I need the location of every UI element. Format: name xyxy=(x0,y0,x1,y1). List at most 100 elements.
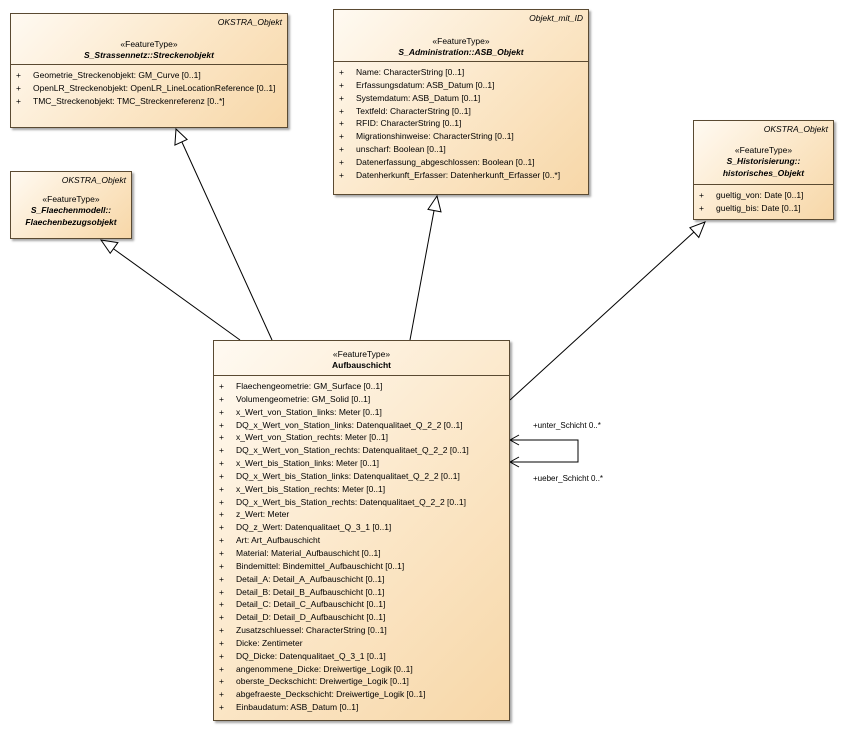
attribute-row: +Detail_B: Detail_B_Aufbauschicht [0..1] xyxy=(214,586,509,599)
attribute-text: Flaechengeometrie: GM_Surface [0..1] xyxy=(236,381,383,391)
visibility-marker: + xyxy=(219,676,224,687)
class-name-line-1: S_Historisierung:: xyxy=(726,156,801,166)
generalization-arrowhead-streckenobjekt xyxy=(174,127,188,146)
attribute-text: DQ_x_Wert_von_Station_rechts: Datenquali… xyxy=(236,445,469,456)
attribute-row: +DQ_z_Wert: Datenqualitaet_Q_3_1 [0..1] xyxy=(214,521,509,534)
attribute-row: +Einbaudatum: ASB_Datum [0..1] xyxy=(214,701,509,714)
attribute-text: DQ_x_Wert_bis_Station_rechts: Datenquali… xyxy=(236,496,466,507)
stereotype-label: «FeatureType» xyxy=(42,194,100,204)
attribute-text: angenommene_Dicke: Dreiwertige_Logik [0.… xyxy=(236,663,413,674)
stereotype-label: «FeatureType» xyxy=(432,36,490,46)
attribute-row: + Bindemittel: Bindemittel_Aufbauschicht … xyxy=(214,560,509,573)
self-association-arrow-bottom xyxy=(508,456,520,468)
attribute-row: + Art: Art_Aufbauschicht xyxy=(214,534,509,547)
class-header: Objekt_mit_ID «FeatureType» S_Administra… xyxy=(334,10,588,62)
visibility-marker: + xyxy=(219,560,224,571)
generalization-line-asb-objekt xyxy=(409,207,435,341)
visibility-marker: + xyxy=(16,82,21,93)
class-name: Aufbauschicht xyxy=(331,360,392,370)
visibility-marker: + xyxy=(339,105,344,116)
attribute-text: Name: CharacterString [0..1] xyxy=(356,67,465,77)
visibility-marker: + xyxy=(339,169,344,180)
attribute-text: x_Wert_von_Station_links: Meter [0..1] xyxy=(236,406,382,417)
attribute-row: +x_Wert_von_Station_links: Meter [0..1] xyxy=(214,406,509,419)
attribute-text: Art: Art_Aufbauschicht xyxy=(236,535,321,546)
attribute-row: +gueltig_von: Date [0..1] xyxy=(694,189,833,202)
visibility-marker: + xyxy=(219,650,224,661)
visibility-marker: + xyxy=(219,535,224,546)
attribute-row: +RFID: CharacterString [0..1] xyxy=(334,117,588,130)
attribute-row: + Dicke: Zentimeter xyxy=(214,637,509,650)
attribute-row: +Migrationshinweise: CharacterString [0.… xyxy=(334,130,588,143)
attribute-text: DQ_x_Wert_von_Station_links: Datenqualit… xyxy=(236,419,463,430)
visibility-marker: + xyxy=(219,470,224,481)
attribute-row: +unscharf: Boolean [0..1] xyxy=(334,143,588,156)
attribute-text: Datenherkunft_Erfasser: Datenherkunft_Er… xyxy=(356,169,561,180)
class-flaechenbezugsobjekt[interactable]: OKSTRA_Objekt «FeatureType» S_Flaechenmo… xyxy=(10,171,132,239)
attribute-text: DQ_Dicke: Datenqualitaet_Q_3_1 [0..1] xyxy=(236,650,386,661)
attribute-text: Detail_C: Detail_C_Aufbauschicht [0..1] xyxy=(236,599,386,610)
attribute-text: unscharf: Boolean [0..1] xyxy=(356,144,446,155)
attribute-text: DQ_z_Wert: Datenqualitaet_Q_3_1 [0..1] xyxy=(236,522,392,533)
attribute-text: x_Wert_bis_Station_rechts: Meter [0..1] xyxy=(236,483,386,494)
visibility-marker: + xyxy=(16,70,21,80)
attribute-row: +x_Wert_bis_Station_links: Meter [0..1] xyxy=(214,457,509,470)
attribute-text: Bindemittel: Bindemittel_Aufbauschicht [… xyxy=(236,560,405,571)
visibility-marker: + xyxy=(699,190,704,200)
attribute-row: +Zusatzschluessel: CharacterString [0..1… xyxy=(214,624,509,637)
parent-class-label: OKSTRA_Objekt xyxy=(217,17,282,27)
attribute-row: +DQ_x_Wert_bis_Station_links: Datenquali… xyxy=(214,470,509,483)
class-name-line-2: Flaechenbezugsobjekt xyxy=(25,217,117,227)
visibility-marker: + xyxy=(339,92,344,103)
visibility-marker: + xyxy=(219,547,224,558)
class-name: S_Administration::ASB_Objekt xyxy=(398,47,524,57)
attribute-text: x_Wert_von_Station_rechts: Meter [0..1] xyxy=(236,432,388,443)
attribute-text: Material: Material_Aufbauschicht [0..1] xyxy=(236,547,381,558)
attribute-text: abgefraeste_Deckschicht: Dreiwertige_Log… xyxy=(236,689,426,700)
attribute-row: +Textfeld: CharacterString [0..1] xyxy=(334,105,588,118)
attribute-row: + Detail_A: Detail_A_Aufbauschicht [0..1] xyxy=(214,573,509,586)
attribute-text: Dicke: Zentimeter xyxy=(236,637,303,648)
attribute-row: +Flaechengeometrie: GM_Surface [0..1] xyxy=(214,380,509,393)
attribute-row: + Datenherkunft_Erfasser: Datenherkunft_E… xyxy=(334,169,588,182)
class-name: S_Strassennetz::Streckenobjekt xyxy=(84,50,214,60)
attribute-row: +DQ_x_Wert_von_Station_rechts: Datenqual… xyxy=(214,444,509,457)
attribute-text: TMC_Streckenobjekt: TMC_Streckenreferenz… xyxy=(33,95,225,106)
attribute-row: + oberste_Deckschicht: Dreiwertige_Logik … xyxy=(214,675,509,688)
generalization-arrowhead-asb-objekt xyxy=(427,194,442,213)
attribute-text: Systemdatum: ASB_Datum [0..1] xyxy=(356,92,481,103)
attribute-row: +angenommene_Dicke: Dreiwertige_Logik [0… xyxy=(214,663,509,676)
self-association-arrow-top xyxy=(508,434,520,446)
class-name-line-2: historisches_Objekt xyxy=(722,168,805,178)
stereotype-label: «FeatureType» xyxy=(120,39,178,49)
stereotype-label: «FeatureType» xyxy=(734,145,793,155)
attribute-text: Datenerfassung_abgeschlossen: Boolean [0… xyxy=(356,156,535,167)
visibility-marker: + xyxy=(219,573,224,584)
attribute-text: x_Wert_bis_Station_links: Meter [0..1] xyxy=(236,458,379,469)
attribute-text: oberste_Deckschicht: Dreiwertige_Logik [… xyxy=(236,676,409,687)
attribute-row: +Detail_C: Detail_C_Aufbauschicht [0..1] xyxy=(214,598,509,611)
attribute-row: +x_Wert_bis_Station_rechts: Meter [0..1] xyxy=(214,483,509,496)
class-historisches-objekt[interactable]: OKSTRA_Objekt «FeatureType» S_Historisie… xyxy=(693,120,834,220)
attribute-row: +Volumengeometrie: GM_Solid [0..1] xyxy=(214,393,509,406)
attribute-row: +Detail_D: Detail_D_Aufbauschicht [0..1] xyxy=(214,611,509,624)
class-aufbauschicht[interactable]: «FeatureType» Aufbauschicht +Flaechengeo… xyxy=(213,340,510,721)
visibility-marker: + xyxy=(219,496,224,507)
attribute-text: Geometrie_Streckenobjekt: GM_Curve [0..1… xyxy=(33,70,201,80)
class-streckenobjekt[interactable]: OKSTRA_Objekt «FeatureType» S_Strassenne… xyxy=(10,13,288,128)
attribute-row: + DQ_x_Wert_bis_Station_rechts: Datenqual… xyxy=(214,496,509,509)
visibility-marker: + xyxy=(339,67,344,77)
attribute-list: +Flaechengeometrie: GM_Surface [0..1] +V… xyxy=(214,376,509,714)
attribute-text: Erfassungsdatum: ASB_Datum [0..1] xyxy=(356,79,495,90)
attribute-row: + Material: Material_Aufbauschicht [0..1] xyxy=(214,547,509,560)
attribute-list: + Name: CharacterString [0..1] + Erfassung… xyxy=(334,62,588,182)
role-label-unter-schicht: +unter_Schicht 0..* xyxy=(533,421,601,430)
visibility-marker: + xyxy=(219,637,224,648)
attribute-text: Detail_A: Detail_A_Aufbauschicht [0..1] xyxy=(236,573,385,584)
visibility-marker: + xyxy=(339,156,344,167)
visibility-marker: + xyxy=(219,393,224,404)
attribute-text: z_Wert: Meter xyxy=(236,509,290,520)
visibility-marker: + xyxy=(219,625,224,636)
class-asb-objekt[interactable]: Objekt_mit_ID «FeatureType» S_Administra… xyxy=(333,9,589,195)
